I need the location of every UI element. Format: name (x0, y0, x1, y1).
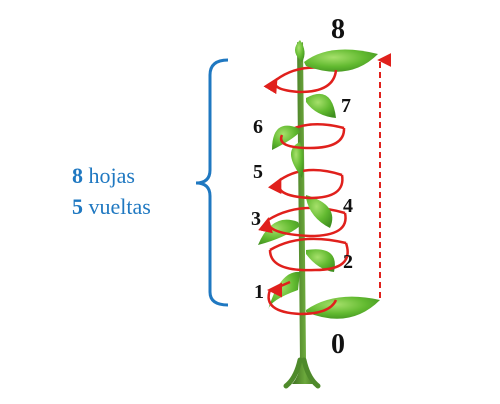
turn-word: vueltas (88, 194, 151, 219)
leaf-number-4: 4 (343, 195, 353, 217)
leaf-number-0: 0 (331, 329, 345, 360)
caption-turns-line: 5 vueltas (72, 191, 202, 222)
leaf-number-5: 5 (253, 161, 263, 183)
caption-leaves-line: 8 hojas (72, 160, 202, 191)
leaf-number-2: 2 (343, 251, 353, 273)
leaf-count: 8 (72, 163, 83, 188)
turn-count: 5 (72, 194, 83, 219)
leaf-0 (306, 296, 380, 319)
leaf-numbers: 8 7 6 5 4 3 2 1 0 (251, 14, 353, 360)
grouping-brace (195, 58, 229, 307)
leaf-number-7: 7 (341, 95, 351, 117)
leaf-2 (306, 249, 335, 272)
leaf-1 (268, 271, 300, 310)
leaf-8 (304, 49, 378, 72)
leaf-number-3: 3 (251, 208, 261, 230)
leaf-number-1: 1 (254, 281, 264, 303)
leaf-number-8: 8 (331, 14, 345, 45)
spiral-front (258, 69, 349, 316)
leaf-4 (306, 195, 333, 228)
leaves (258, 40, 380, 319)
leaf-word: hojas (88, 163, 135, 188)
leaf-number-6: 6 (253, 116, 263, 138)
leaf-6 (272, 125, 300, 150)
leaf-turn-caption: 8 hojas 5 vueltas (72, 160, 202, 222)
leaf-5 (291, 142, 304, 178)
leaf-7 (306, 93, 336, 118)
